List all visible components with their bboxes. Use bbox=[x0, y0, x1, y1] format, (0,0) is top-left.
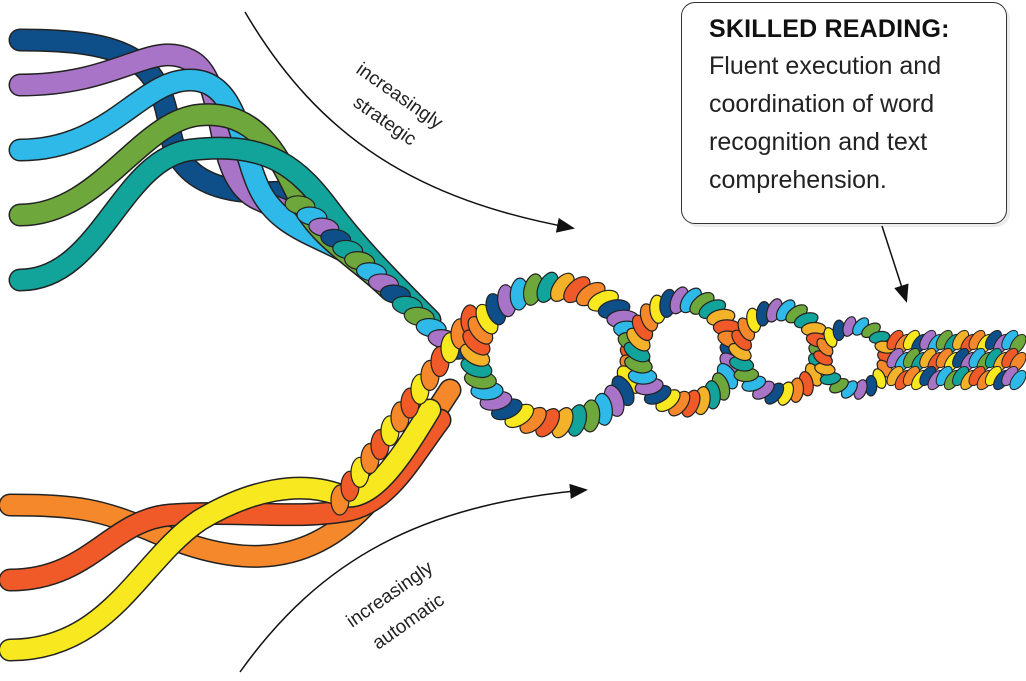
callout-pointer-arrow bbox=[882, 226, 906, 300]
skilled-reading-callout: SKILLED READING: Fluent execution and co… bbox=[681, 2, 1007, 224]
upper-braid bbox=[284, 194, 471, 361]
callout-title: SKILLED READING: bbox=[709, 13, 992, 45]
main-rope bbox=[457, 269, 1026, 441]
callout-body: Fluent execution and coordination of wor… bbox=[709, 47, 992, 199]
